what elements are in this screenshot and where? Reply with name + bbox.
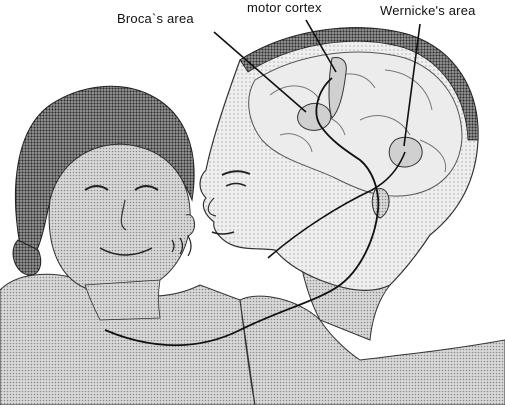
broca-region: [298, 103, 331, 130]
wernicke-region: [389, 137, 422, 167]
motor-cortex-label: motor cortex: [247, 0, 322, 15]
broca-area-label: Broca`s area: [117, 11, 194, 26]
wernicke-area-label: Wernicke's area: [380, 3, 476, 18]
woman-face: [49, 144, 190, 294]
